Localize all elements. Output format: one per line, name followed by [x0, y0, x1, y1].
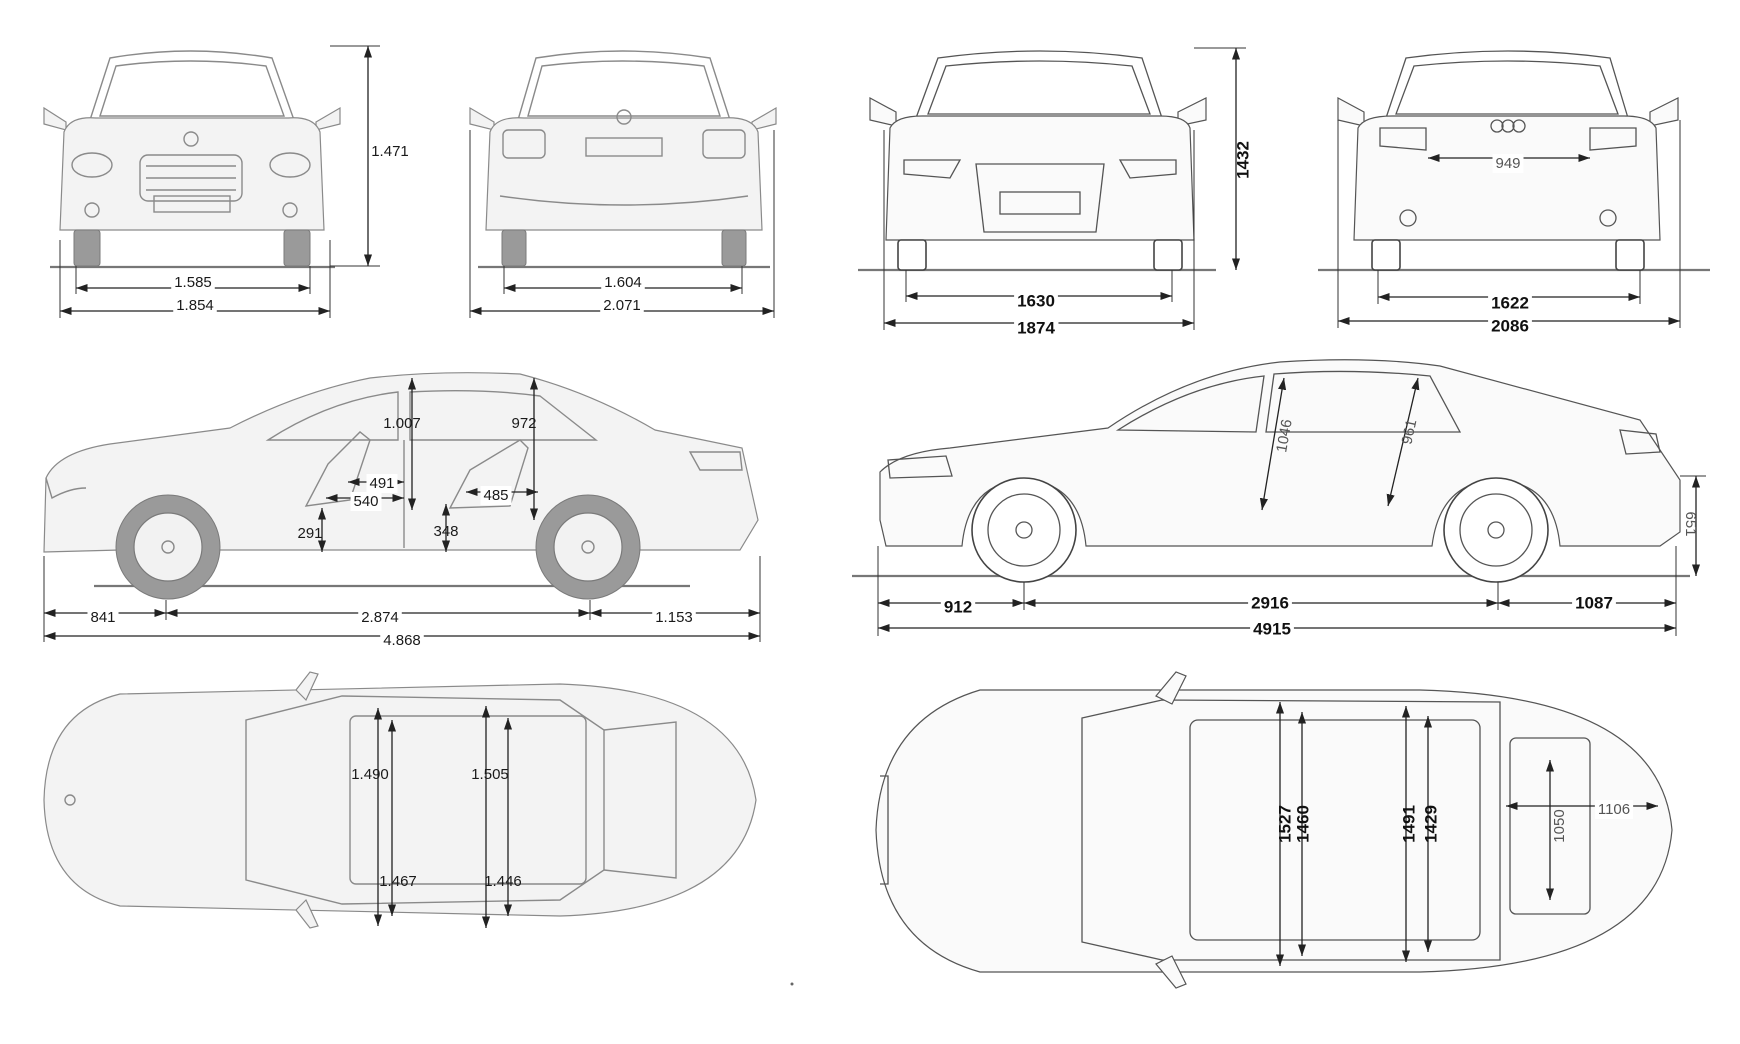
mb-wheelbase-label: 2.874 [361, 609, 399, 626]
mb-legroom-b-label-bg [350, 491, 382, 511]
mb-rear-width-label: 2.071 [603, 297, 641, 314]
audi-front-shoulder-label: 1527 [1275, 805, 1294, 843]
mb-legroom-a-label-bg [366, 473, 398, 493]
mb-wheelbase-label-bg [358, 607, 402, 627]
audi-rear-view [1318, 50, 1710, 272]
mb-rear-track-label: 1.604 [604, 274, 642, 291]
audi-trunk-length-label: 1106 [1598, 801, 1630, 818]
audi-front-elbow-label: 1460 [1293, 805, 1312, 843]
audi-rear-width-label: 2086 [1491, 316, 1529, 335]
mb-length-label-bg [380, 630, 424, 650]
mb-rear-elbow-label: 1.446 [484, 873, 522, 890]
mb-front-track-label: 1.585 [174, 274, 212, 291]
mb-front-height-label: 1.471 [371, 143, 409, 160]
audi-front-overhang-label-bg [940, 596, 976, 618]
audi-length-label-bg [1250, 618, 1294, 640]
audi-side-view [852, 359, 1690, 583]
audi-top-view [875, 671, 1673, 989]
mercedes-front-view [43, 50, 341, 269]
audi-wheelbase-label: 2916 [1251, 593, 1289, 612]
audi-front-overhang-label: 912 [944, 597, 972, 616]
audi-length-label: 4915 [1253, 619, 1291, 638]
audi-trunk-opening-label-bg [1492, 153, 1524, 173]
mb-rear-shoulder-label: 1.505 [471, 766, 509, 783]
audi-wheelbase-label-bg [1248, 592, 1292, 614]
audi-rear-track-label: 1622 [1491, 293, 1529, 312]
mb-rear-seat-h-label: 348 [433, 523, 458, 540]
mercedes-side-view [43, 372, 759, 600]
audi-front-headroom-line [1259, 377, 1287, 511]
audi-trunk-opening-label: 949 [1495, 155, 1520, 172]
audi-rear-overhang-label-bg [1572, 592, 1616, 614]
audi-front-width-label: 1874 [1017, 318, 1055, 337]
mb-legroom-b-label: 540 [353, 493, 378, 510]
audi-load-sill-label: 651 [1682, 511, 1699, 536]
mb-front-width-label: 1.854 [176, 297, 214, 314]
mercedes-top-view [43, 671, 757, 929]
mb-rear-legroom-label: 485 [483, 487, 508, 504]
mb-front-overhang-label-bg [87, 607, 119, 627]
audi-front-view [858, 50, 1216, 272]
audi-rear-track-label-bg [1488, 292, 1532, 314]
audi-rear-overhang-label: 1087 [1575, 593, 1613, 612]
mb-front-track-label-bg [171, 272, 215, 292]
mb-front-shoulder-label: 1.490 [351, 766, 389, 783]
mb-front-headroom-label: 1.007 [383, 415, 421, 432]
audi-front-headroom-label: 1046 [1273, 418, 1296, 454]
audi-rear-shoulder-label: 1491 [1399, 805, 1418, 843]
mb-front-elbow-label: 1.467 [379, 873, 417, 890]
audi-front-track-label: 1630 [1017, 291, 1055, 310]
mercedes-rear-view [469, 50, 777, 269]
mb-front-overhang-label: 841 [90, 609, 115, 626]
mb-rear-track-label-bg [601, 272, 645, 292]
audi-rear-elbow-label: 1429 [1421, 805, 1440, 843]
mb-rear-width-label-bg [600, 295, 644, 315]
stray-dot [790, 982, 794, 986]
mb-rear-overhang-label-bg [652, 607, 696, 627]
audi-front-width-label-bg [1014, 317, 1059, 339]
audi-rear-headroom-line [1386, 377, 1420, 507]
mb-length-label: 4.868 [383, 632, 421, 649]
audi-trunk-width-label: 1050 [1551, 809, 1568, 842]
mb-front-width-label-bg [173, 295, 217, 315]
mb-legroom-a-label: 491 [369, 475, 394, 492]
audi-rear-headroom-label: 961 [1399, 418, 1421, 446]
audi-front-track-label-bg [1014, 290, 1058, 312]
mb-rear-headroom-label: 972 [511, 415, 536, 432]
audi-trunk-length-label-bg [1594, 799, 1634, 819]
audi-front-height-label: 1432 [1233, 141, 1252, 179]
audi-rear-width-label-bg [1488, 315, 1532, 337]
mb-rear-legroom-label-bg [480, 485, 512, 505]
mb-rear-overhang-label: 1.153 [655, 609, 693, 626]
mb-front-seat-h-label: 291 [297, 525, 322, 542]
